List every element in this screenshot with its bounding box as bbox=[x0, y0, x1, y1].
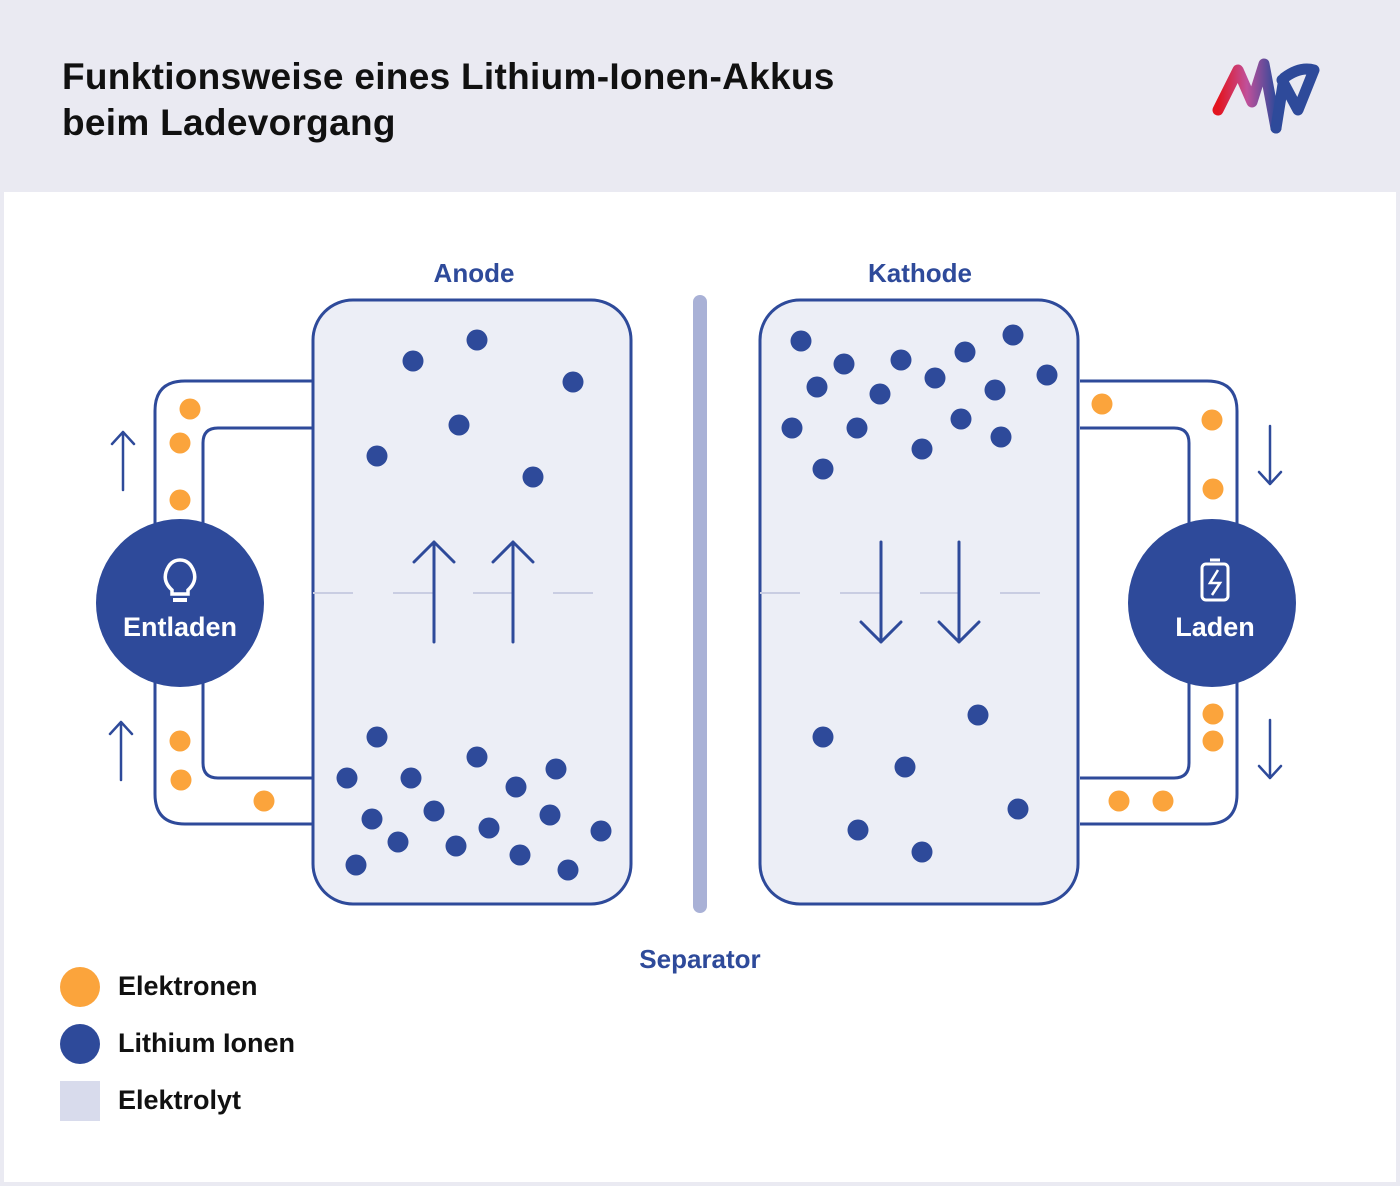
electron-dot bbox=[1091, 393, 1113, 415]
lithium-ion-dot bbox=[950, 408, 972, 430]
electrolyte-swatch bbox=[60, 1080, 100, 1121]
lithium-ion-dot bbox=[400, 767, 422, 789]
lithium-ion-dot bbox=[402, 350, 424, 372]
lithium-ion-dot bbox=[539, 804, 561, 826]
lithium-ion-dot bbox=[990, 426, 1012, 448]
cathode-label: Kathode bbox=[868, 258, 972, 288]
lithium-ion-dot bbox=[366, 726, 388, 748]
lithium-ion-dot bbox=[509, 844, 531, 866]
lithium-ion-dot bbox=[445, 835, 467, 857]
lithium-ion-dot bbox=[361, 808, 383, 830]
header: Funktionsweise eines Lithium-Ionen-Akkus… bbox=[0, 0, 1400, 192]
battery-charging-icon bbox=[1200, 558, 1230, 602]
title-line-2: beim Ladevorgang bbox=[62, 102, 396, 143]
lithium-ion-dot bbox=[790, 330, 812, 352]
lithium-ion-dot bbox=[833, 353, 855, 375]
lithium-ion-dot bbox=[1007, 798, 1029, 820]
legend-item-electrons: Elektronen bbox=[60, 958, 295, 1015]
lithium-ion-dot bbox=[366, 445, 388, 467]
arrow-down-icon bbox=[937, 540, 981, 644]
electron-dot bbox=[169, 432, 191, 454]
lithium-ion-dot bbox=[466, 746, 488, 768]
arrow-up-icon bbox=[108, 720, 134, 782]
lithium-ion-dot bbox=[869, 383, 891, 405]
lithium-ion-dot bbox=[847, 819, 869, 841]
lithium-ion-dot bbox=[505, 776, 527, 798]
charge-label: Laden bbox=[1175, 612, 1255, 642]
lithium-ion-dot bbox=[557, 859, 579, 881]
lithium-ion-dot bbox=[448, 414, 470, 436]
lithium-ion-dot bbox=[387, 831, 409, 853]
lithium-ion-dot bbox=[846, 417, 868, 439]
particles bbox=[169, 324, 1224, 881]
lithium-ion-dot bbox=[545, 758, 567, 780]
legend-label: Lithium Ionen bbox=[118, 1028, 295, 1058]
electron-dot bbox=[1202, 703, 1224, 725]
lithium-ion-dot bbox=[336, 767, 358, 789]
lithium-ion-dot bbox=[590, 820, 612, 842]
lithium-ion-dot bbox=[812, 458, 834, 480]
lithium-ion-dot bbox=[1036, 364, 1058, 386]
discharge-label: Entladen bbox=[123, 612, 237, 642]
lightbulb-icon bbox=[163, 558, 197, 602]
electron-dot bbox=[253, 790, 275, 812]
electron-swatch bbox=[60, 966, 100, 1007]
lithium-ion-dot bbox=[423, 800, 445, 822]
lithium-ion-dot bbox=[894, 756, 916, 778]
electron-dot bbox=[1202, 730, 1224, 752]
electron-dot bbox=[1152, 790, 1174, 812]
electron-dot bbox=[179, 398, 201, 420]
charge-node: Laden bbox=[1128, 519, 1296, 687]
lithium-ion-dot bbox=[984, 379, 1006, 401]
lithium-ion-dot bbox=[466, 329, 488, 351]
arrow-up-icon bbox=[491, 540, 535, 644]
lithium-ion-dot bbox=[911, 438, 933, 460]
current-arrows bbox=[108, 424, 1283, 782]
lithium-ion-dot bbox=[954, 341, 976, 363]
ion-arrows bbox=[412, 540, 981, 644]
legend-label: Elektrolyt bbox=[118, 1085, 242, 1115]
electron-dot bbox=[1108, 790, 1130, 812]
lithium-ion-dot bbox=[562, 371, 584, 393]
lithium-ion-dot bbox=[1002, 324, 1024, 346]
page-title: Funktionsweise eines Lithium-Ionen-Akkus… bbox=[62, 54, 835, 146]
legend: Elektronen Lithium Ionen Elektrolyt bbox=[60, 958, 295, 1129]
legend-item-lithium-ions: Lithium Ionen bbox=[60, 1015, 295, 1072]
lithium-ion-dot bbox=[967, 704, 989, 726]
separator-label: Separator bbox=[639, 944, 760, 974]
lithium-ion-dot bbox=[911, 841, 933, 863]
brand-logo bbox=[1212, 58, 1320, 134]
cathode-box bbox=[758, 298, 1080, 906]
separator-bar bbox=[693, 295, 707, 913]
lithium-ion-dot bbox=[522, 466, 544, 488]
lithium-ion-dot bbox=[478, 817, 500, 839]
electron-dot bbox=[1201, 409, 1223, 431]
arrow-up-icon bbox=[110, 430, 136, 492]
arrow-up-icon bbox=[412, 540, 456, 644]
discharge-node: Entladen bbox=[96, 519, 264, 687]
anode-label: Anode bbox=[434, 258, 515, 288]
ion-swatch bbox=[60, 1023, 100, 1064]
title-line-1: Funktionsweise eines Lithium-Ionen-Akkus bbox=[62, 56, 835, 97]
lithium-ion-dot bbox=[345, 854, 367, 876]
lithium-ion-dot bbox=[924, 367, 946, 389]
electron-dot bbox=[169, 489, 191, 511]
legend-label: Elektronen bbox=[118, 971, 258, 1001]
lithium-ion-dot bbox=[781, 417, 803, 439]
electron-dot bbox=[169, 730, 191, 752]
arrow-down-icon bbox=[859, 540, 903, 644]
lithium-ion-dot bbox=[806, 376, 828, 398]
electron-dot bbox=[1202, 478, 1224, 500]
lithium-ion-dot bbox=[890, 349, 912, 371]
anode-box bbox=[311, 298, 633, 906]
arrow-down-icon bbox=[1257, 424, 1283, 486]
legend-item-electrolyte: Elektrolyt bbox=[60, 1072, 295, 1129]
lithium-ion-dot bbox=[812, 726, 834, 748]
electron-dot bbox=[170, 769, 192, 791]
arrow-down-icon bbox=[1257, 718, 1283, 780]
